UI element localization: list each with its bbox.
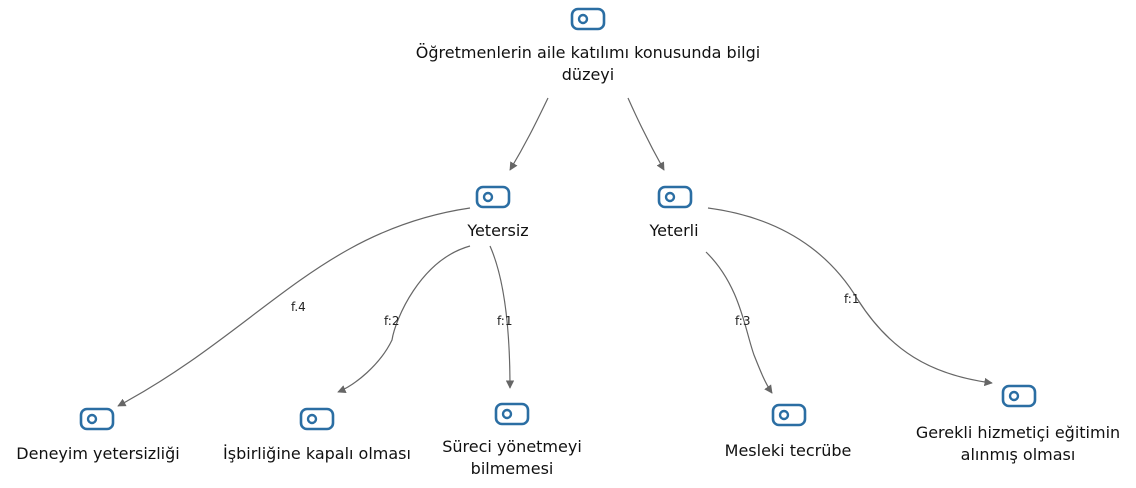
code-icon xyxy=(567,3,609,35)
isbirligi-node-label[interactable]: İşbirliğine kapalı olması xyxy=(223,444,411,463)
yeterli-node-label[interactable]: Yeterli xyxy=(649,221,699,240)
sureci-node-label[interactable]: Süreci yönetmeyi bilmemesi xyxy=(442,437,582,478)
root-node-label[interactable]: Öğretmenlerin aile katılımı konusunda bi… xyxy=(415,43,761,84)
code-icon xyxy=(654,181,696,213)
edge-yetersiz-deneyim xyxy=(117,207,471,407)
edge-yeterli-mesleki xyxy=(705,251,773,394)
edge-label-sureci: f:1 xyxy=(497,314,512,328)
code-icon xyxy=(998,380,1040,412)
code-icon xyxy=(76,403,118,435)
edge-yetersiz-isbirligi xyxy=(337,245,471,394)
edge-label-isbirligi: f:2 xyxy=(384,314,399,328)
deneyim-node-label[interactable]: Deneyim yetersizliği xyxy=(16,444,180,463)
yetersiz-node-label[interactable]: Yetersiz xyxy=(467,221,529,240)
edge-root-yetersiz xyxy=(509,97,549,171)
edge-label-mesleki: f:3 xyxy=(735,314,750,328)
code-icon xyxy=(296,403,338,435)
edge-root-yeterli xyxy=(627,97,665,171)
code-icon xyxy=(491,398,533,430)
code-icon xyxy=(768,399,810,431)
code-icon xyxy=(472,181,514,213)
mesleki-node-label[interactable]: Mesleki tecrübe xyxy=(724,441,852,460)
edge-label-deneyim: f.4 xyxy=(291,300,306,314)
edge-label-gerekli: f:1 xyxy=(844,292,859,306)
edge-yeterli-gerekli xyxy=(707,207,993,387)
edge-yetersiz-sureci xyxy=(489,245,515,389)
gerekli-node-label[interactable]: Gerekli hizmetiçi eğitimin alınmış olmas… xyxy=(915,423,1121,464)
